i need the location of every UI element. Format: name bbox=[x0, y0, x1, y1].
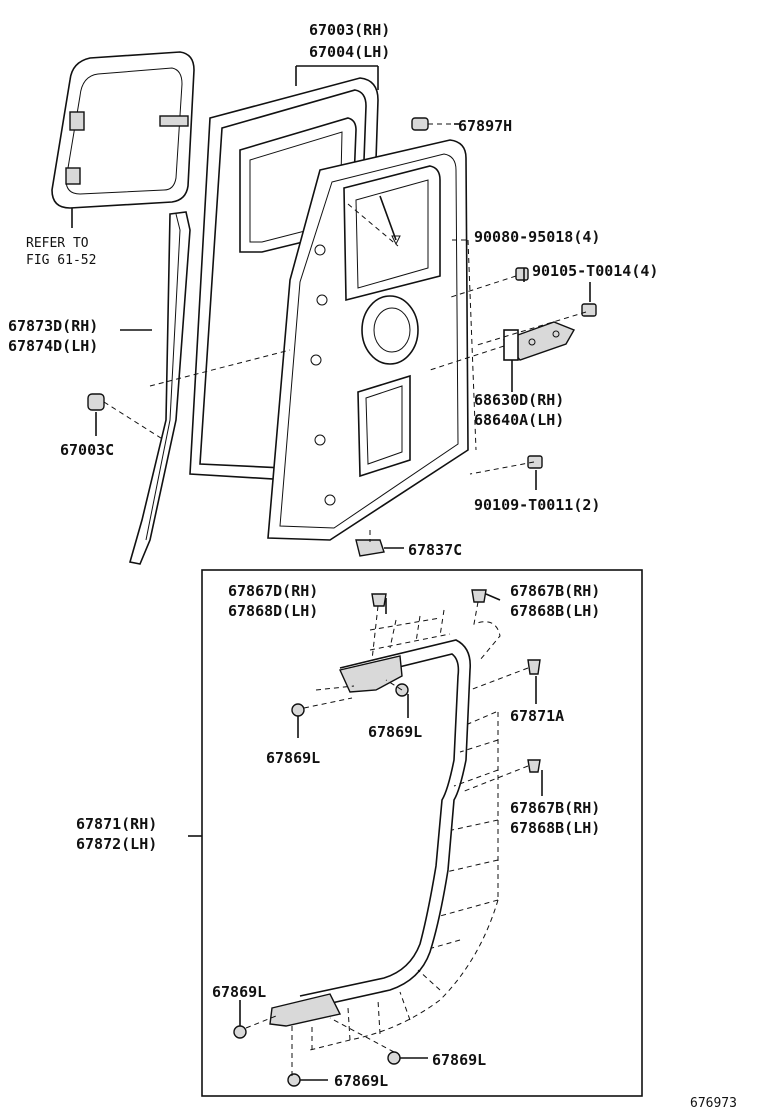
label-screw2: 90105-T0014(4) bbox=[532, 262, 658, 280]
door-weatherstrip-illustration bbox=[120, 211, 191, 565]
label-door-frame-rh: 67003(RH) bbox=[309, 21, 390, 39]
label-screw1: 90080-95018(4) bbox=[474, 228, 600, 246]
label-clip-l4: 67869L bbox=[432, 1051, 486, 1069]
label-stopper: 67837C bbox=[408, 541, 462, 559]
label-bolt: 90109-T0011(2) bbox=[474, 496, 600, 514]
door-inner-panel-illustration bbox=[267, 139, 469, 541]
fastener-illustrations bbox=[87, 117, 597, 557]
label-clip-d-rh: 67867D(RH) bbox=[228, 582, 318, 600]
seal-clip-illustrations bbox=[233, 589, 541, 1087]
leader-lines-bottom bbox=[239, 593, 543, 1081]
label-clip-b-top-rh: 67867B(RH) bbox=[510, 582, 600, 600]
door-seal-illustration bbox=[269, 639, 472, 1027]
label-clip-d-lh: 67868D(LH) bbox=[228, 602, 318, 620]
label-weatherstrip-lh: 67874D(LH) bbox=[8, 337, 98, 355]
label-clip-top: 67897H bbox=[458, 117, 512, 135]
label-seal-rh: 67871(RH) bbox=[76, 815, 157, 833]
label-door-frame-lh: 67004(LH) bbox=[309, 43, 390, 61]
door-hinge-illustration bbox=[502, 321, 576, 392]
seal-detail-box bbox=[201, 569, 643, 1097]
label-refer-fig: FIG 61-52 bbox=[26, 253, 96, 268]
leader-lines-top bbox=[95, 123, 591, 549]
diagram-number: 676973 bbox=[690, 1096, 737, 1111]
label-hinge-lh: 68640A(LH) bbox=[474, 411, 564, 429]
label-clip-l5: 67869L bbox=[334, 1072, 388, 1090]
label-clip-l3: 67869L bbox=[212, 983, 266, 1001]
label-clip-l1: 67869L bbox=[266, 749, 320, 767]
label-clip-a: 67871A bbox=[510, 707, 564, 725]
label-seal-lh: 67872(LH) bbox=[76, 835, 157, 853]
part-labels: 67003(RH) 67004(LH) 67897H REFER TO FIG … bbox=[8, 21, 737, 1111]
label-hinge-rh: 68630D(RH) bbox=[474, 391, 564, 409]
label-clip-b-mid-rh: 67867B(RH) bbox=[510, 799, 600, 817]
label-cushion: 67003C bbox=[60, 441, 114, 459]
label-clip-b-mid-lh: 67868B(LH) bbox=[510, 819, 600, 837]
label-weatherstrip-rh: 67873D(RH) bbox=[8, 317, 98, 335]
quarter-glass-illustration bbox=[51, 51, 195, 228]
label-refer-to: REFER TO bbox=[26, 236, 89, 251]
label-clip-l2: 67869L bbox=[368, 723, 422, 741]
label-clip-b-top-lh: 67868B(LH) bbox=[510, 602, 600, 620]
